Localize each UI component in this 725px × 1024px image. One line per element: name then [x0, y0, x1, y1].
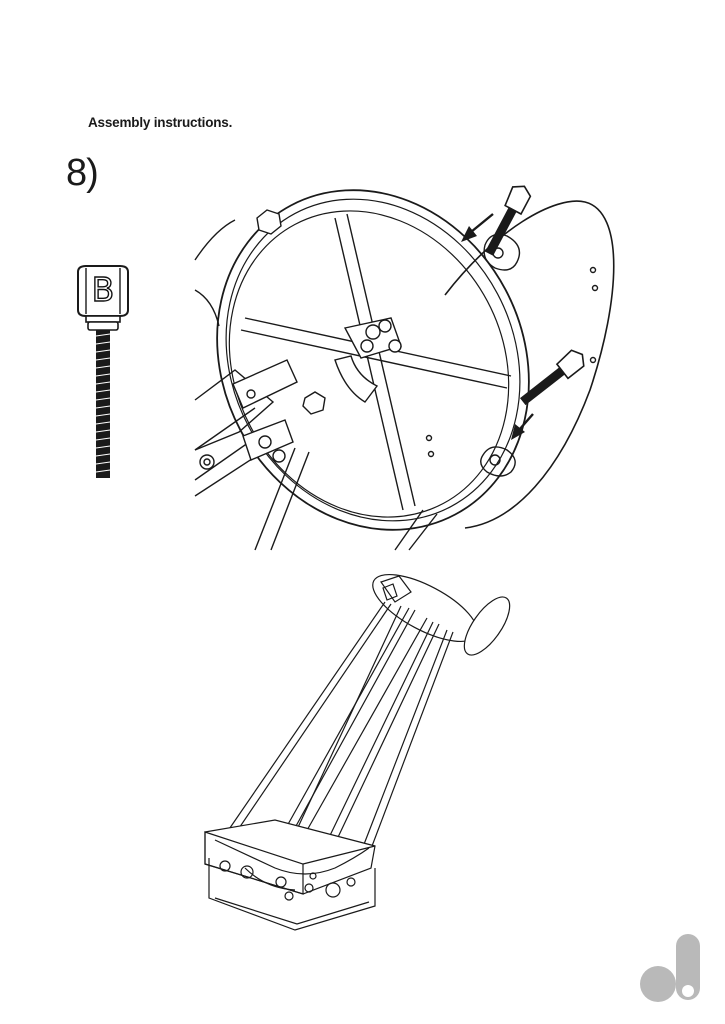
page-heading: Assembly instructions. — [88, 115, 233, 130]
ring-assembly-illustration — [194, 150, 635, 552]
brand-logo-icon — [636, 932, 702, 1002]
arrow-icon — [511, 413, 534, 440]
lower-bolt — [519, 349, 585, 406]
bolt-b-illustration: B — [70, 262, 140, 484]
bolt-drawing — [77, 265, 129, 478]
telescope-drawing — [204, 573, 511, 931]
upper-bolt — [485, 185, 532, 256]
logo-shapes — [640, 934, 700, 1002]
arrow-icon — [461, 213, 494, 242]
ring-assembly-drawing — [194, 185, 615, 551]
truss-telescope-illustration — [185, 568, 530, 940]
step-number: 8) — [66, 152, 99, 194]
bolt-letter-label: B — [91, 270, 115, 309]
